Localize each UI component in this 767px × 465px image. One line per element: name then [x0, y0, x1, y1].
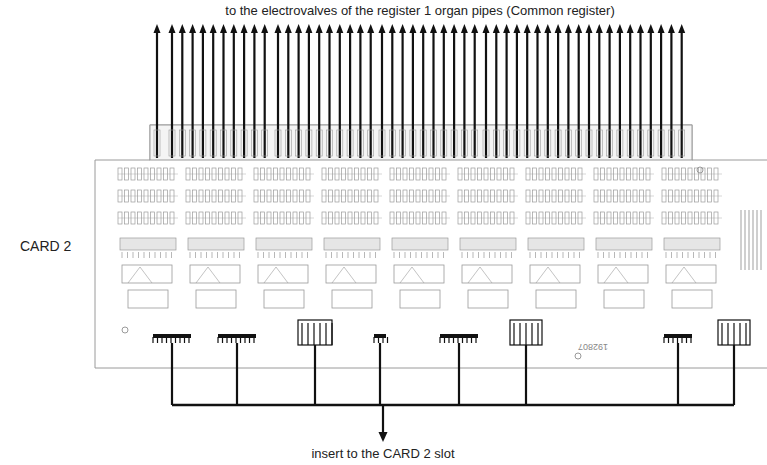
mounting-hole [122, 327, 128, 333]
part-number: 192807 [578, 342, 608, 352]
destination-label: to the electrovalves of the register 1 o… [225, 3, 614, 18]
card-label: CARD 2 [20, 238, 71, 254]
component-grid [118, 168, 762, 308]
card-outline [95, 125, 767, 368]
mounting-hole [575, 353, 581, 359]
output-connector-strip [150, 125, 692, 160]
slot-bus [172, 343, 734, 442]
valve-wires [154, 24, 686, 158]
input-connectors [153, 320, 750, 345]
slot-label: insert to the CARD 2 slot [311, 446, 454, 461]
